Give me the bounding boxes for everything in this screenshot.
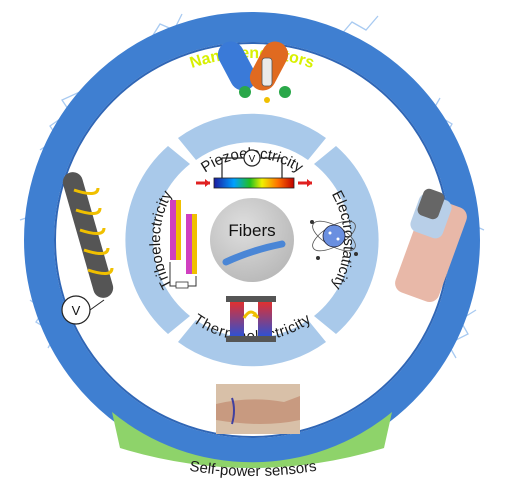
segment-piezoelectricity (178, 113, 326, 160)
segment-electrostaticity (314, 146, 379, 334)
wrist-sensor-photo-icon (216, 384, 300, 434)
fibers-center-circle (210, 198, 294, 282)
thermoelectric-module-icon (226, 296, 276, 342)
inner-segments (125, 113, 379, 367)
coaxial-fiber-icon (395, 188, 467, 303)
nanogenerator-ring (24, 12, 480, 468)
fibers-label: Fibers (228, 221, 275, 240)
spectrum-bar-icon: V (196, 149, 312, 189)
segment-triboelectricity (125, 146, 190, 334)
self-power-band (112, 412, 392, 468)
spiral-fiber-voltmeter-icon: V (61, 172, 114, 325)
self-power-label: Self-power sensors (188, 458, 317, 480)
triboelectric-layers-icon (169, 200, 197, 289)
fiber-icon (222, 240, 286, 266)
voltmeter-label: V (249, 154, 256, 165)
left-voltmeter-label: V (72, 303, 81, 318)
piezo-fiber-device-icon (217, 41, 291, 103)
electrostatic-particle-icon (310, 220, 358, 260)
segment-thermoelectricity (178, 320, 326, 367)
